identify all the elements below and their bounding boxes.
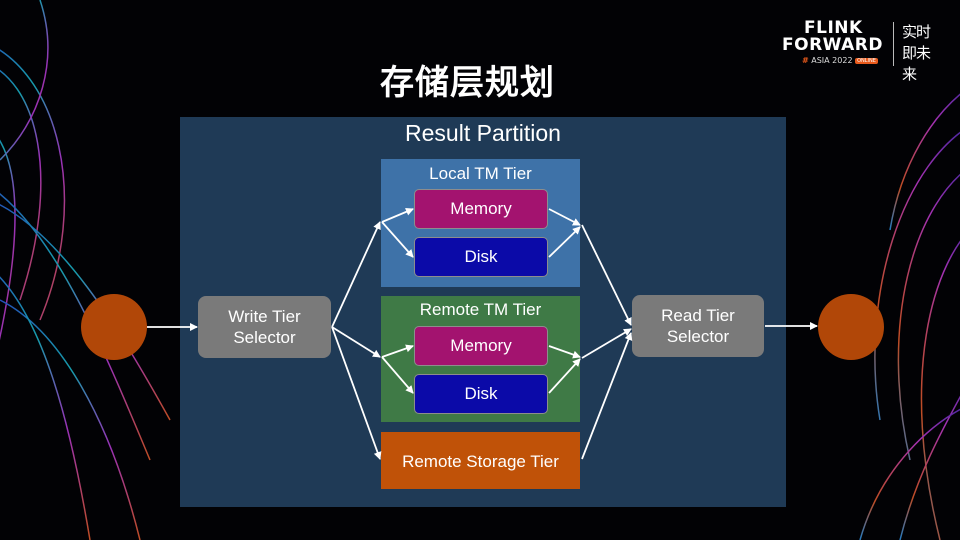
- logo-divider: [893, 22, 894, 66]
- logo-line-2: FORWARD: [782, 35, 884, 55]
- logo-hash: #: [802, 56, 809, 65]
- logo-subtitle: # ASIA 2022 ONLINE: [802, 56, 878, 65]
- remote-tm-tier-label: Remote TM Tier: [419, 300, 542, 319]
- write-tier-selector: Write Tier Selector: [198, 296, 331, 358]
- local-tm-tier-label: Local TM Tier: [429, 164, 532, 183]
- local-memory-box: Memory: [414, 189, 548, 229]
- read-tier-selector: Read Tier Selector: [632, 295, 764, 357]
- remote-disk-box: Disk: [414, 374, 548, 414]
- output-node: [818, 294, 884, 360]
- flink-forward-logo: FLINK FORWARD # ASIA 2022 ONLINE 实时即未来: [782, 18, 952, 84]
- logo-line-1: FLINK: [804, 18, 863, 38]
- local-disk-box: Disk: [414, 237, 548, 277]
- logo-event: ASIA 2022: [811, 56, 853, 65]
- slide-title: 存储层规划: [380, 63, 555, 103]
- remote-storage-tier-label: Remote Storage Tier: [402, 452, 559, 471]
- remote-memory-box: Memory: [414, 326, 548, 366]
- logo-tagline: 实时即未来: [902, 23, 931, 83]
- remote-storage-tier: [381, 432, 580, 489]
- input-node: [81, 294, 147, 360]
- logo-badge: ONLINE: [855, 57, 878, 64]
- result-partition-label: Result Partition: [405, 120, 561, 146]
